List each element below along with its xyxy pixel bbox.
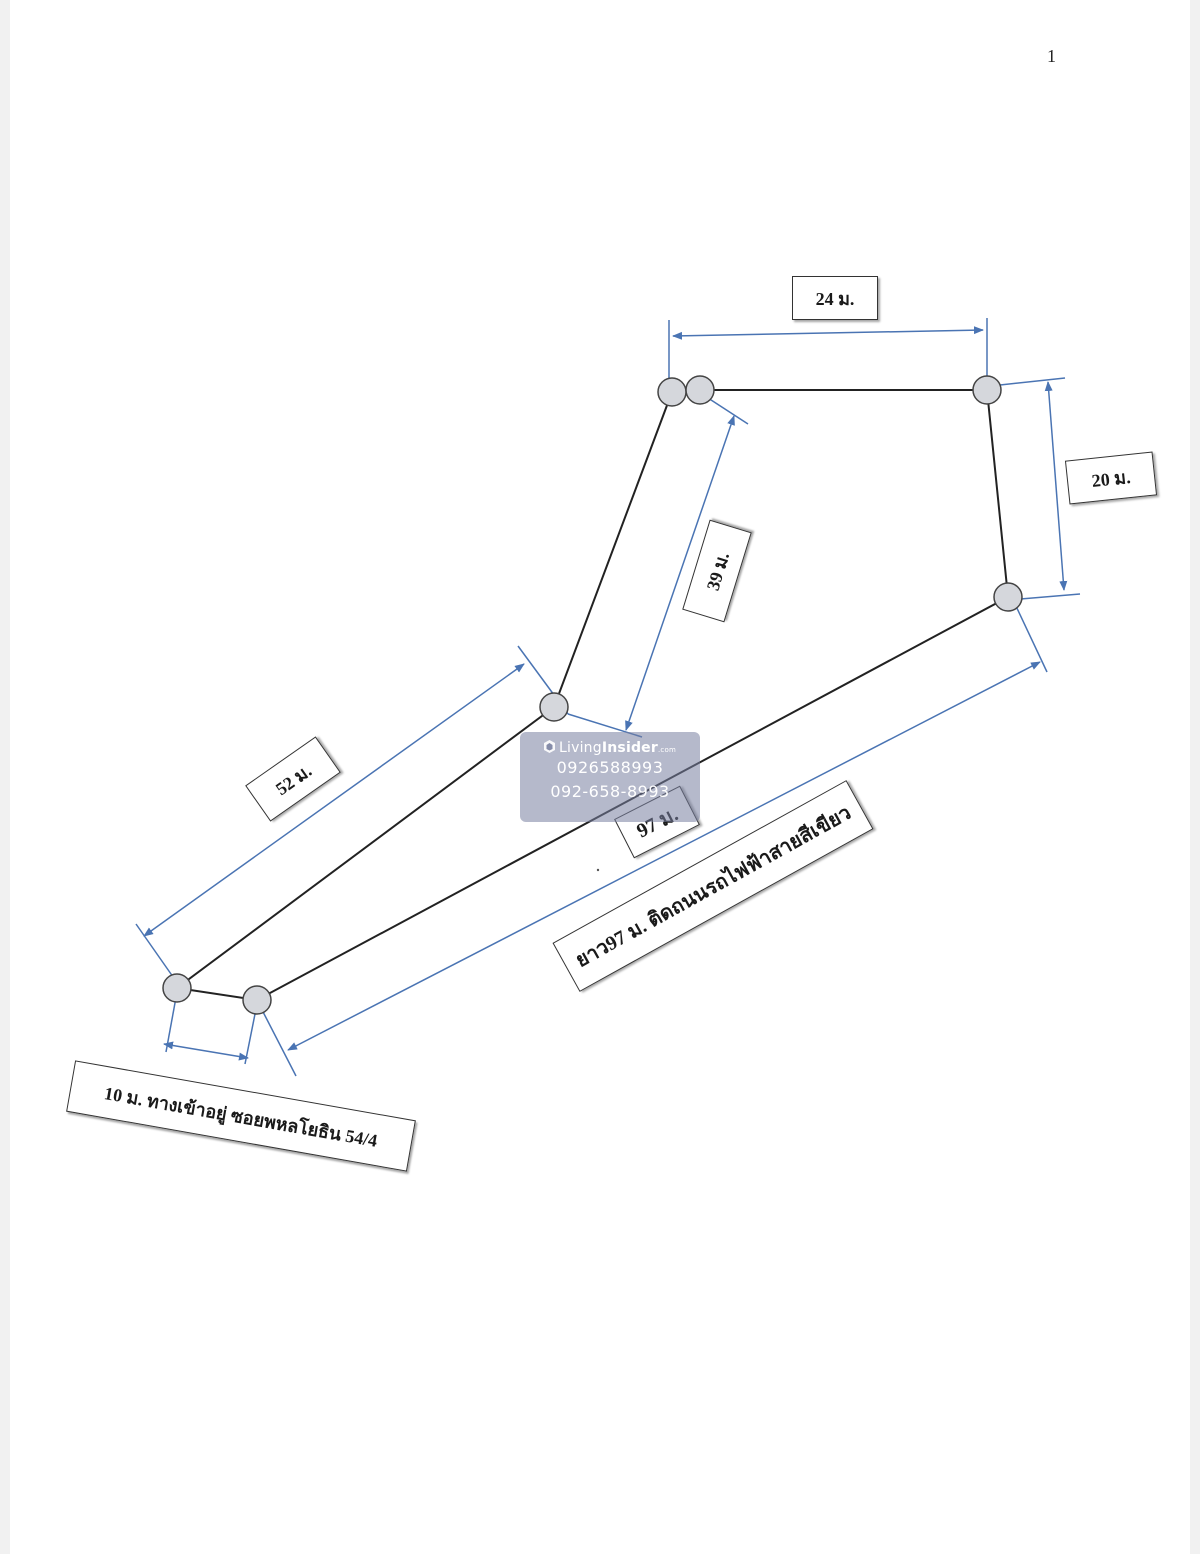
watermark-phone: 0926588993: [556, 758, 664, 777]
watermark: LivingInsider.com 0926588993 092-658-899…: [520, 732, 700, 822]
watermark-brand: LivingInsider.com: [520, 740, 700, 756]
dimension-lower-left: [143, 663, 525, 937]
document-page: 1: [10, 0, 1190, 1554]
corner-marker: [993, 582, 1023, 612]
corner-marker: [539, 692, 569, 722]
dimension-top: [672, 326, 984, 340]
plot-boundary: [174, 389, 1010, 1002]
page-number: 1: [1047, 46, 1056, 66]
corner-markers: [162, 375, 1023, 1015]
dimension-label-top: 24 ม.: [792, 276, 878, 320]
dimension-long-side: [287, 661, 1041, 1051]
corner-marker: [242, 985, 272, 1015]
corner-marker: [972, 375, 1002, 405]
corner-marker: [657, 377, 687, 407]
dimension-right: [1044, 381, 1068, 591]
house-logo-icon: [544, 740, 556, 753]
dimension-entrance: [163, 1041, 249, 1061]
dimension-lines: [143, 326, 1068, 1061]
land-plot-diagram: [135, 318, 1081, 1077]
corner-marker: [162, 973, 192, 1003]
watermark-phone-formatted: 092-658-8993: [550, 782, 670, 801]
dimension-label-right: 20 ม.: [1064, 451, 1158, 505]
corner-marker: [685, 375, 715, 405]
